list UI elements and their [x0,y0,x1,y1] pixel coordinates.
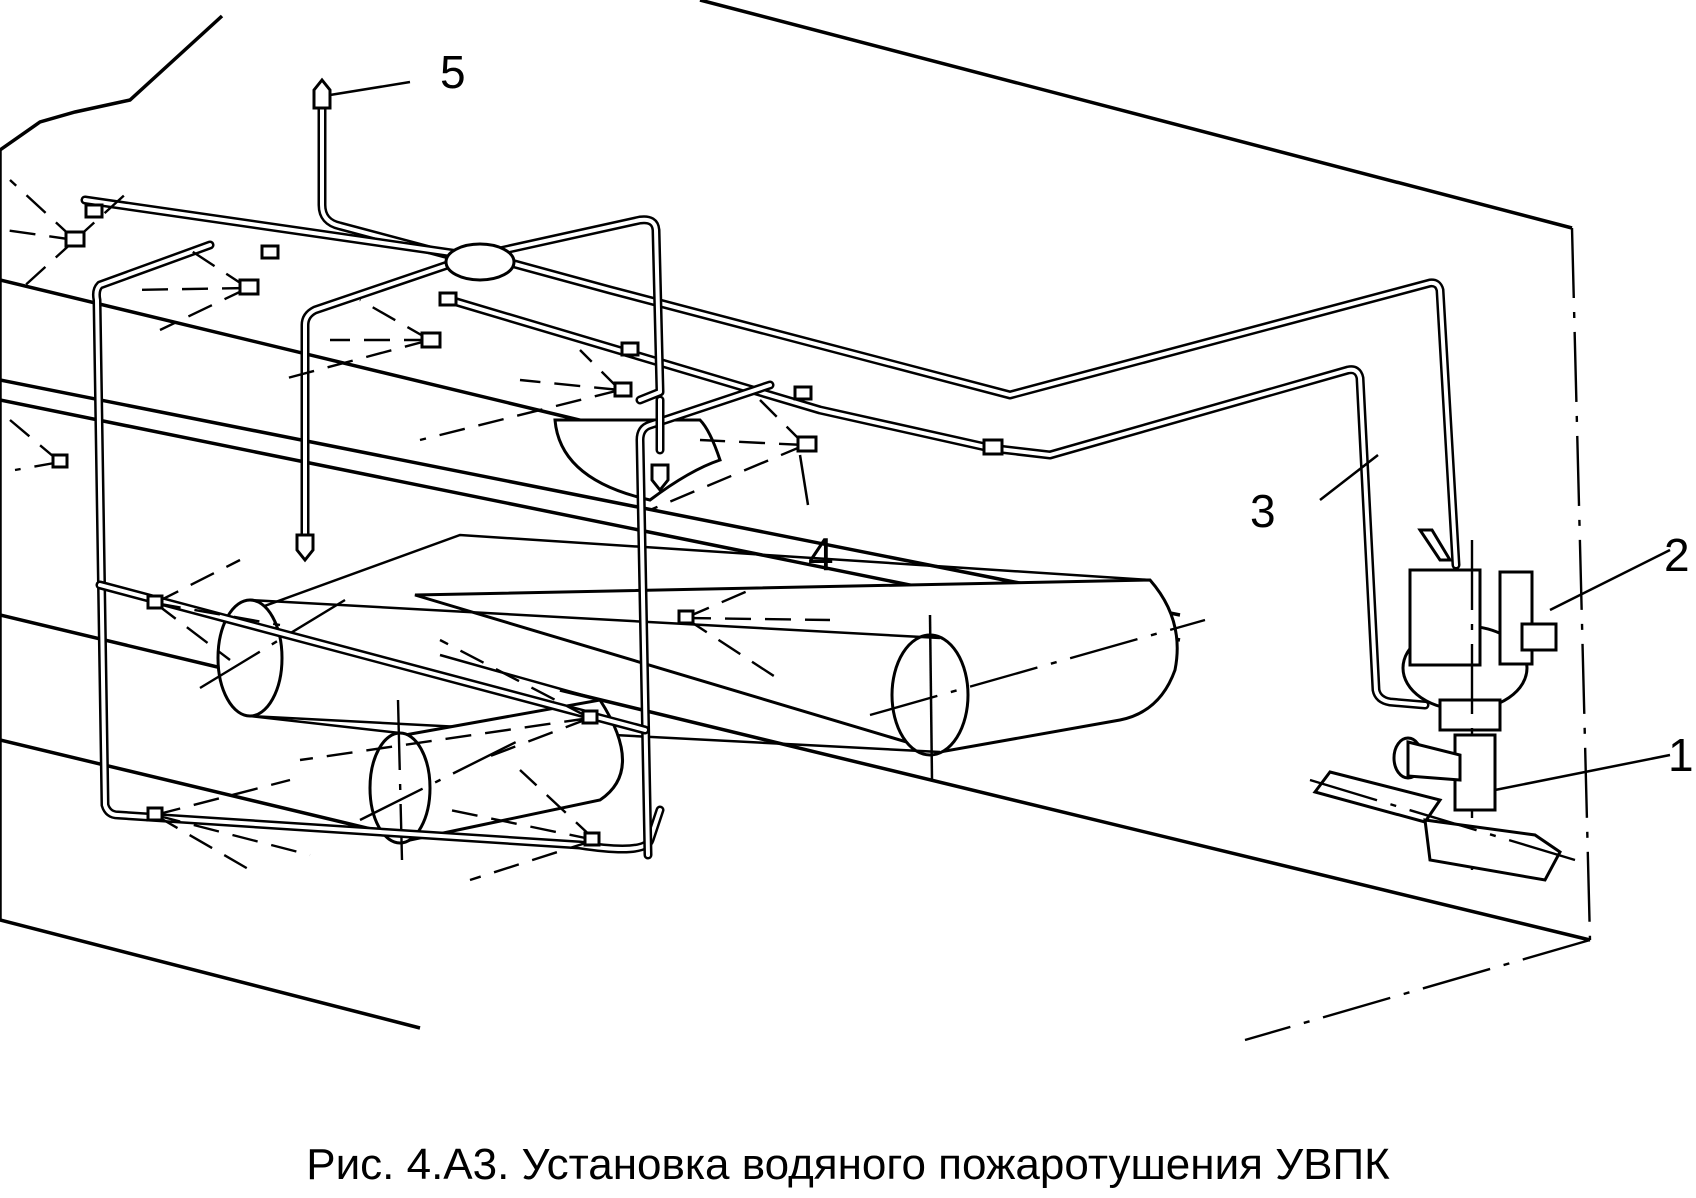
figure-caption: Рис. 4.А3. Установка водяного пожаротуше… [306,1140,1390,1189]
distributor-valve [444,242,516,282]
control-unit [1401,528,1558,870]
callout-2: 2 [1664,529,1690,581]
callout-leaders [329,80,1671,792]
spray-patterns [4,179,831,882]
callout-3: 3 [1250,485,1276,537]
valve-assembly [1309,733,1576,882]
fire-extinguishing-diagram: 1 2 3 4 5 [0,0,1694,1042]
callout-4: 4 [808,528,834,580]
pipework [80,90,1461,860]
sprinkler-heads [51,77,1004,847]
conveyor-belt [199,418,1206,861]
callout-5: 5 [440,46,466,98]
callout-1: 1 [1668,729,1694,781]
structure-outline [0,0,1592,1042]
